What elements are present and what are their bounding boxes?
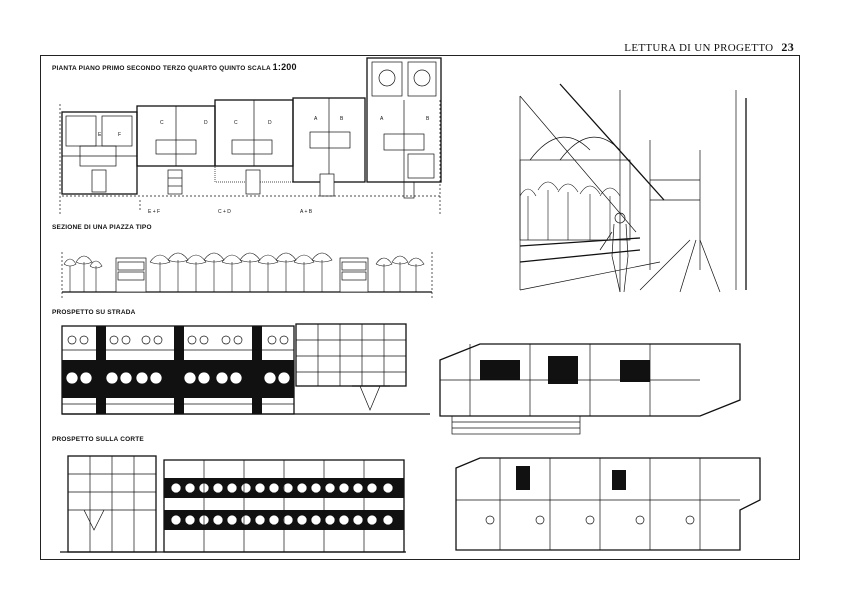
section-caption: SEZIONE DI UNA PIAZZA TIPO — [52, 224, 152, 231]
plan-label-d2: D — [268, 120, 272, 126]
street-elevation-windows — [65, 335, 291, 385]
plan-caption: PIANTA PIANO PRIMO SECONDO TERZO QUARTO … — [52, 62, 297, 72]
plan-label-b1: B — [340, 116, 344, 122]
axonometric-upper-drawing — [439, 343, 741, 435]
section-drawing — [61, 252, 433, 300]
plan-label-a2: A — [380, 116, 384, 122]
plan-scale: 1:200 — [272, 62, 297, 72]
plan-label-c2: C — [234, 120, 238, 126]
plan-label-f: F — [118, 132, 122, 138]
perspective-drawing — [519, 83, 747, 293]
street-elevation-caption: PROSPETTO SU STRADA — [52, 309, 136, 316]
plan-label-group-cd: C + D — [218, 209, 231, 215]
court-elevation-windows — [170, 482, 394, 526]
plan-label-group-ef: E + F — [148, 209, 161, 215]
street-elevation-drawing — [61, 323, 430, 415]
court-elevation-caption: PROSPETTO SULLA CORTE — [52, 436, 144, 443]
plan-title: PIANTA PIANO PRIMO SECONDO TERZO QUARTO … — [52, 65, 271, 72]
court-elevation-drawing — [60, 455, 406, 553]
plan-label-e: E — [98, 132, 102, 138]
plan-label-a1: A — [314, 116, 318, 122]
running-title: LETTURA DI UN PROGETTO — [624, 42, 774, 54]
plan-label-b2: B — [426, 116, 430, 122]
floor-plan-drawing — [59, 57, 442, 214]
axonometric-lower-drawing — [455, 457, 761, 551]
plan-label-group-ab: A + B — [300, 209, 313, 215]
plan-label-c1: C — [160, 120, 164, 126]
page-frame — [40, 55, 800, 560]
running-head: LETTURA DI UN PROGETTO 23 — [624, 40, 794, 55]
plan-label-d1: D — [204, 120, 208, 126]
page-number: 23 — [781, 40, 794, 54]
